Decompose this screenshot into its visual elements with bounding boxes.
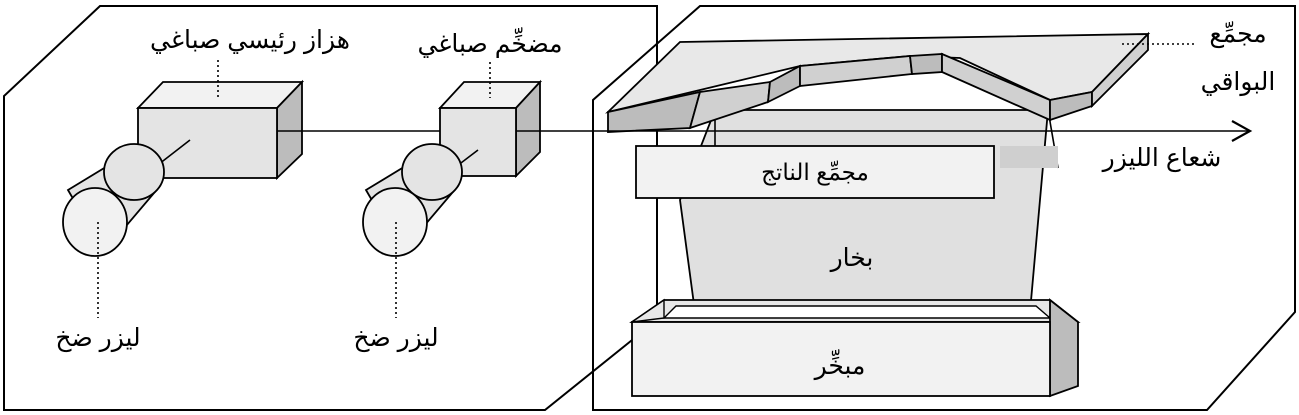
label-main-oscillator: هزاز رئيسي صباغي xyxy=(150,26,350,55)
laser-beam xyxy=(277,120,1253,142)
label-product-collector: مجمِّع الناتج xyxy=(761,159,869,186)
label-pump-laser-right: ليزر ضخ xyxy=(353,324,438,353)
label-amplifier: مضخِّم صباغي xyxy=(417,27,562,58)
leader-lines xyxy=(97,43,1196,318)
pump-laser-right xyxy=(362,143,479,257)
label-pump-laser-left: ليزر ضخ xyxy=(55,324,140,353)
main-oscillator-box xyxy=(135,79,305,181)
evaporator xyxy=(629,298,1081,398)
label-residue-collector-line1: مجمِّع xyxy=(1209,20,1266,49)
label-residue-collector-line2: البواقي xyxy=(1201,68,1276,97)
label-evaporator: مبخِّر xyxy=(813,349,866,381)
arrow-head-icon xyxy=(1231,120,1253,142)
residue-collector xyxy=(605,31,1151,133)
vapor-column xyxy=(679,109,1059,313)
product-collector xyxy=(635,145,995,199)
laser-system-enclosure xyxy=(3,5,658,411)
label-laser-beam: شعاع الليزر xyxy=(1101,144,1222,173)
amplifier-box xyxy=(437,79,543,179)
labels: هزاز رئيسي صباغي مضخِّم صباغي ليزر ضخ لي… xyxy=(55,20,1275,381)
pump-laser-left xyxy=(62,139,191,257)
label-vapor: بخار xyxy=(829,244,874,273)
separator-enclosure xyxy=(592,5,1296,411)
